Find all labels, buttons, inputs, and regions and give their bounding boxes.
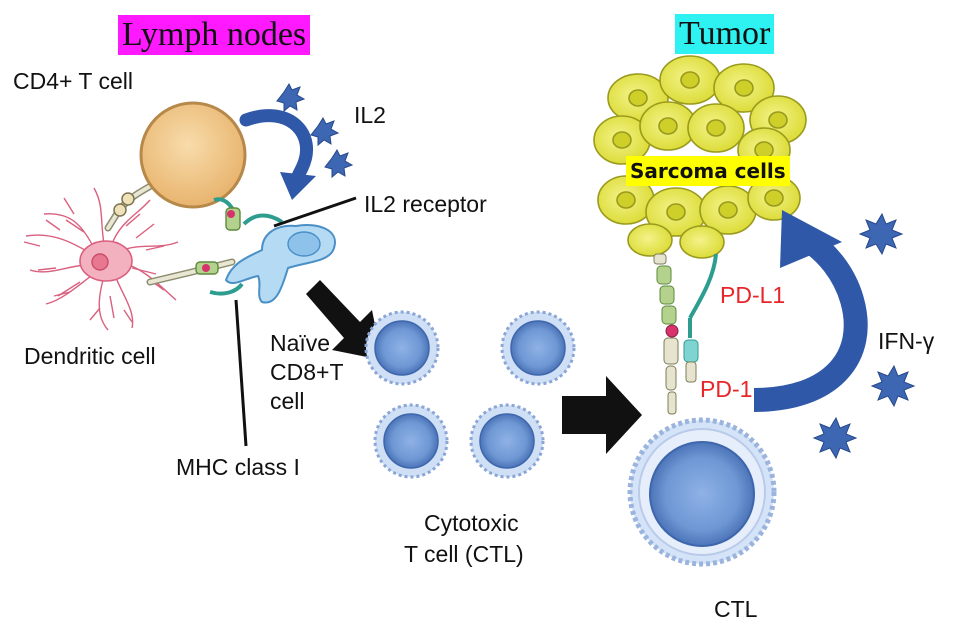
cd4-t-cell-label: CD4+ T cell [13,68,133,94]
dendritic-cell-label: Dendritic cell [24,343,156,369]
ifn-gamma-label: IFN-γ [878,328,935,354]
migration-arrow [562,376,642,454]
pd-l1-label: PD-L1 [720,282,786,308]
cytotoxic-label-line-1: Cytotoxic [424,510,519,536]
pd-1-label: PD-1 [700,376,753,402]
naive-cd8-label-line-2: CD8+T [270,359,344,385]
ifn-gamma-cytokine-icons [812,212,916,460]
cytotoxic-t-cells [364,310,576,479]
ifn-gamma-1-icon [858,212,904,256]
dendritic-cell [23,187,179,331]
ctl-cell-4 [469,403,545,479]
il2-cytokine-3-icon [324,148,354,179]
ctl-cell-1 [364,310,440,386]
naive-cd8-t-cell [224,224,336,304]
checkpoint-interaction [653,253,718,415]
ctl-cell-3 [373,403,449,479]
il2-receptor-structure [213,197,284,231]
il2-cytokine-icons [276,82,354,179]
mhc-class-i-link [146,258,244,296]
activation-arrow [306,280,382,360]
lymph-nodes-heading: Lymph nodes [118,15,311,55]
il2-receptor-leader-line [273,196,357,228]
il2-label: IL2 [354,102,386,128]
ifn-gamma-3-icon [812,416,858,460]
cd4-t-cell [139,101,247,209]
il2-cytokine-2-icon [310,116,340,147]
mhc-class-i-label: MHC class I [176,454,300,480]
tumor-heading: Tumor [675,14,775,54]
ctl-label: CTL [714,596,758,622]
naive-cd8-label-line-3: cell [270,388,305,414]
ifn-gamma-2-icon [870,364,916,408]
ctl-cell-2 [500,310,576,386]
ctl-at-tumor [627,417,777,567]
ifn-gamma-arrow [753,210,868,412]
il2-receptor-label: IL2 receptor [364,191,487,217]
cytotoxic-label-line-2: T cell (CTL) [404,541,524,567]
sarcoma-cell-cluster [593,55,807,259]
il2-signal-arrow [239,109,316,200]
il2-cytokine-1-icon [276,82,306,113]
mhc-class-i-leader-line [234,299,248,447]
naive-cd8-label-line-1: Naïve [270,330,331,356]
sarcoma-cells-label: Sarcoma cells [626,156,790,186]
